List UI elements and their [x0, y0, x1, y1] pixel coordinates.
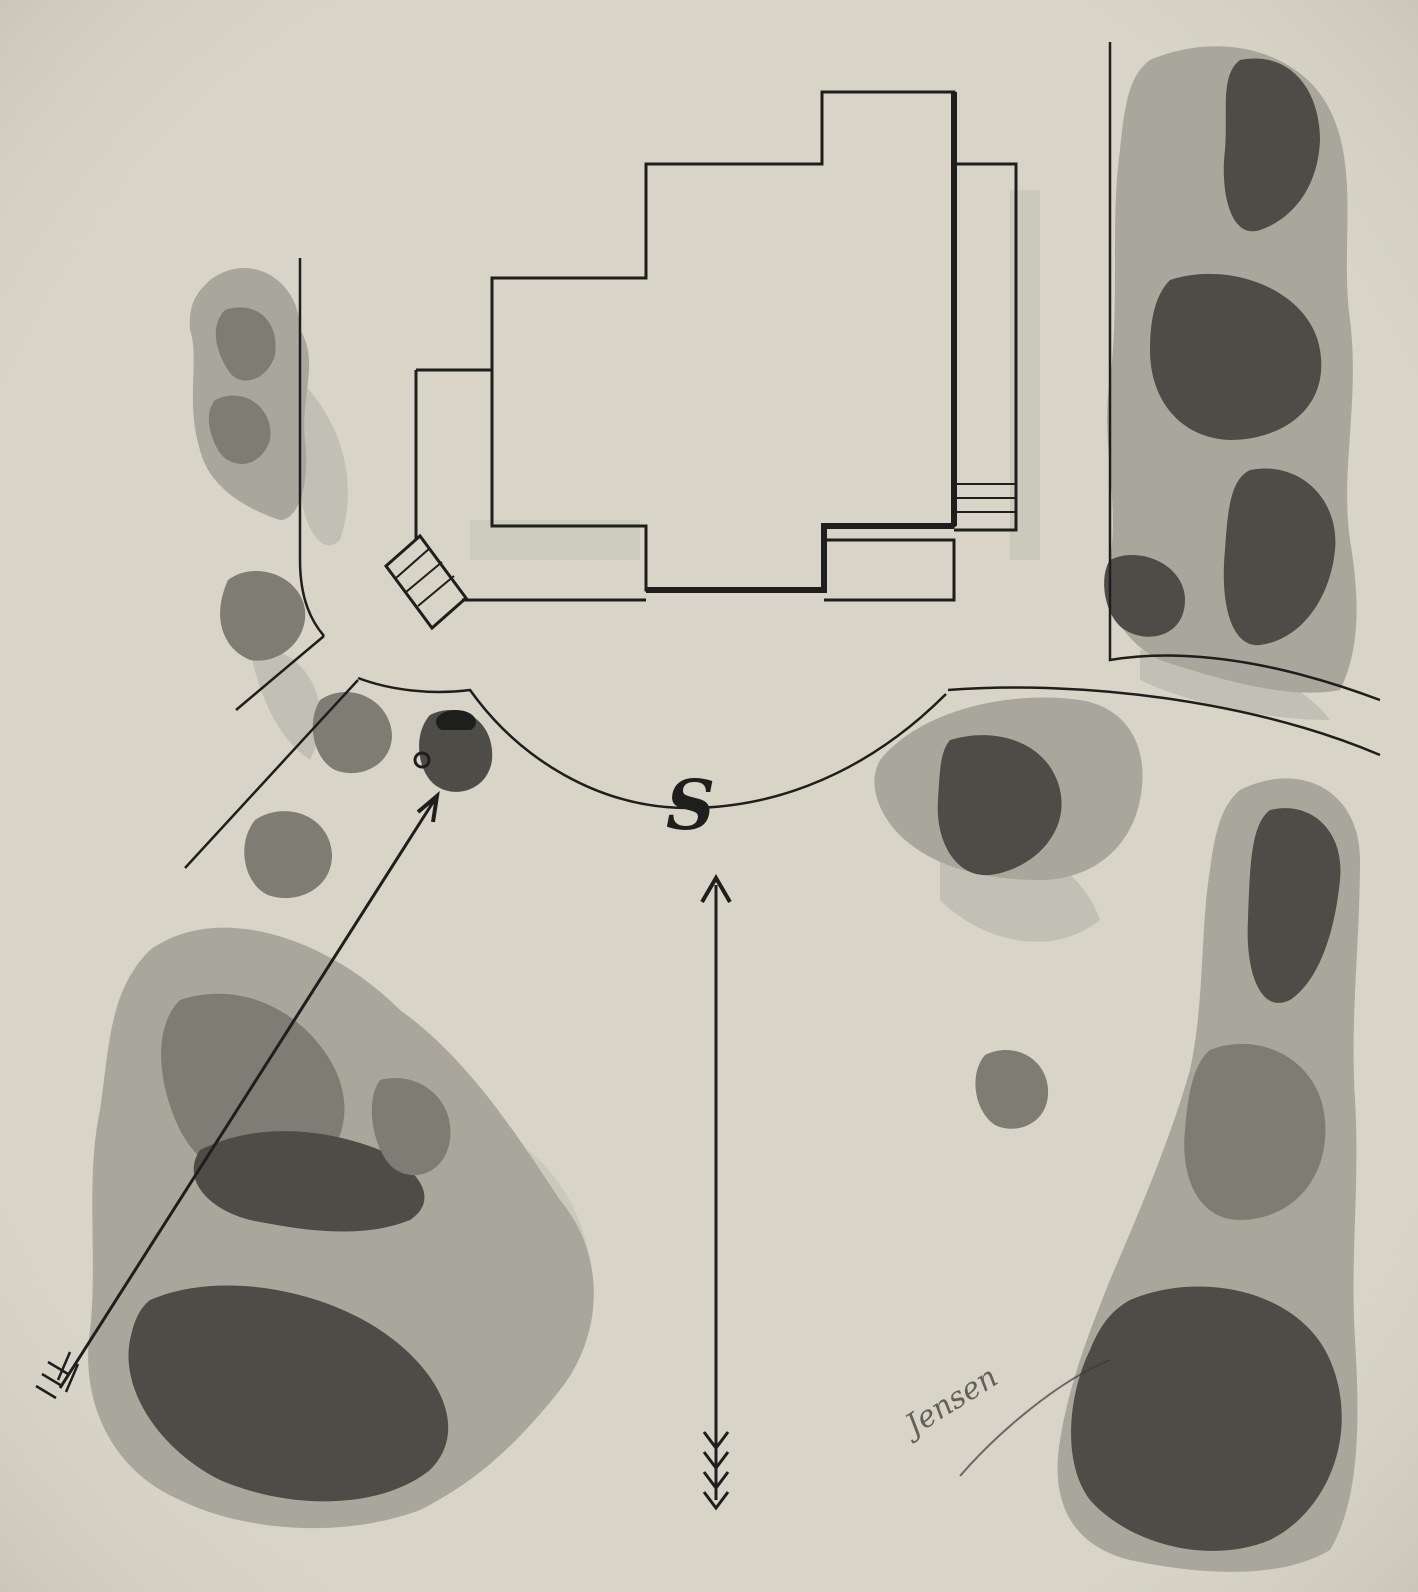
sight-arrow-main [700, 874, 732, 1511]
porch-steps [956, 483, 1016, 513]
sight-arrow-diagonal [35, 791, 440, 1400]
forecourt-curve [357, 676, 947, 810]
foliage-left-small [220, 571, 306, 661]
right-lawn-edge [947, 686, 1381, 757]
garden-urn [413, 710, 488, 769]
path-lines [184, 42, 1381, 869]
foliage-left-bottom [88, 927, 594, 1529]
foliage-path-bushes [244, 692, 493, 899]
foliage-right-top [1104, 46, 1357, 693]
entry-steps [383, 533, 469, 631]
front-terrace [414, 368, 956, 602]
foliage-right-middle [874, 697, 1143, 1129]
side-porch [954, 162, 1018, 532]
foliage-right-bottom [1057, 778, 1360, 1572]
foliage-left-top [189, 268, 310, 520]
left-walk-upper-edge [235, 635, 325, 711]
house-footprint [383, 90, 1018, 631]
sundial-marker: S [666, 766, 716, 846]
right-boundary-line [1108, 42, 1381, 702]
signature-flourish [959, 1359, 1111, 1477]
left-walk-lower-edge [184, 679, 359, 869]
entry-step-lines [395, 547, 455, 607]
left-boundary-line [298, 258, 325, 637]
